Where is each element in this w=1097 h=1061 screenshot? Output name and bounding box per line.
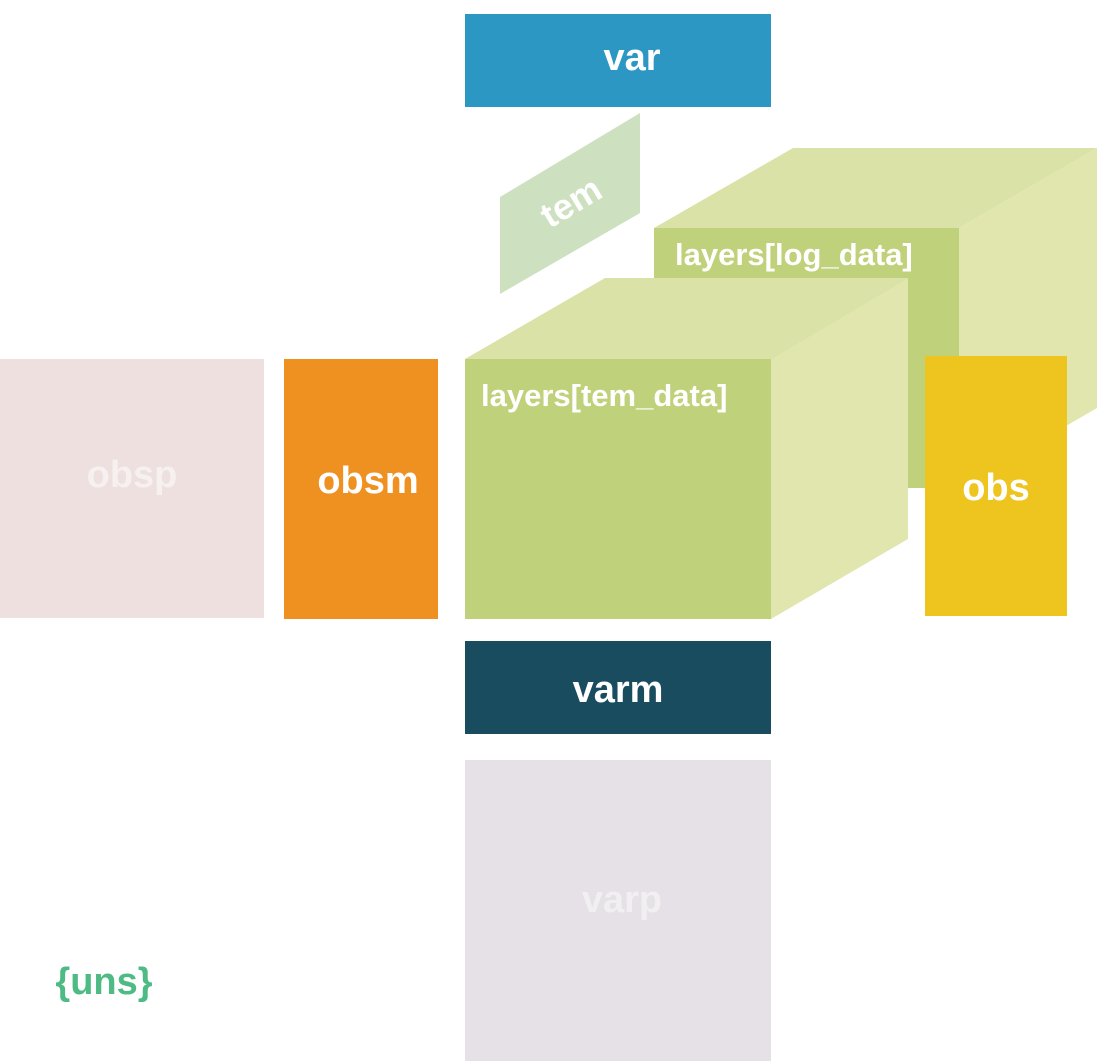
varp-label: varp xyxy=(582,879,662,921)
varm-rect xyxy=(465,641,771,734)
layers-log-data-top-face xyxy=(654,148,1097,228)
var-rect xyxy=(465,14,771,107)
tem-shape xyxy=(500,113,640,294)
obsm-rect xyxy=(284,359,438,619)
layers-tem-data-front-face xyxy=(465,359,771,619)
uns-label: {uns} xyxy=(55,961,152,1003)
layers-tem-data-top-face xyxy=(465,278,908,359)
obsp-rect xyxy=(0,359,264,618)
obsp-label: obsp xyxy=(87,454,178,496)
varp-block: varp xyxy=(465,760,771,1061)
layers-log-data-label: layers[log_data] xyxy=(675,237,913,272)
layers-tem-data-cube: layers[tem_data] xyxy=(465,278,908,619)
layers-tem-data-side-face xyxy=(771,278,908,619)
obsp-block: obsp xyxy=(0,359,264,618)
tem-block: tem xyxy=(500,113,640,294)
varm-block: varm xyxy=(465,641,771,734)
layers-tem-data-label: layers[tem_data] xyxy=(481,378,727,413)
obs-label: obs xyxy=(962,467,1030,509)
var-label: var xyxy=(603,37,660,79)
var-block: var xyxy=(465,14,771,107)
obsm-label: obsm xyxy=(317,460,418,502)
obsm-block: obsm xyxy=(284,359,438,619)
varp-rect xyxy=(465,760,771,1061)
varm-label: varm xyxy=(573,669,664,711)
obs-block: obs xyxy=(925,356,1067,616)
obs-rect xyxy=(925,356,1067,616)
